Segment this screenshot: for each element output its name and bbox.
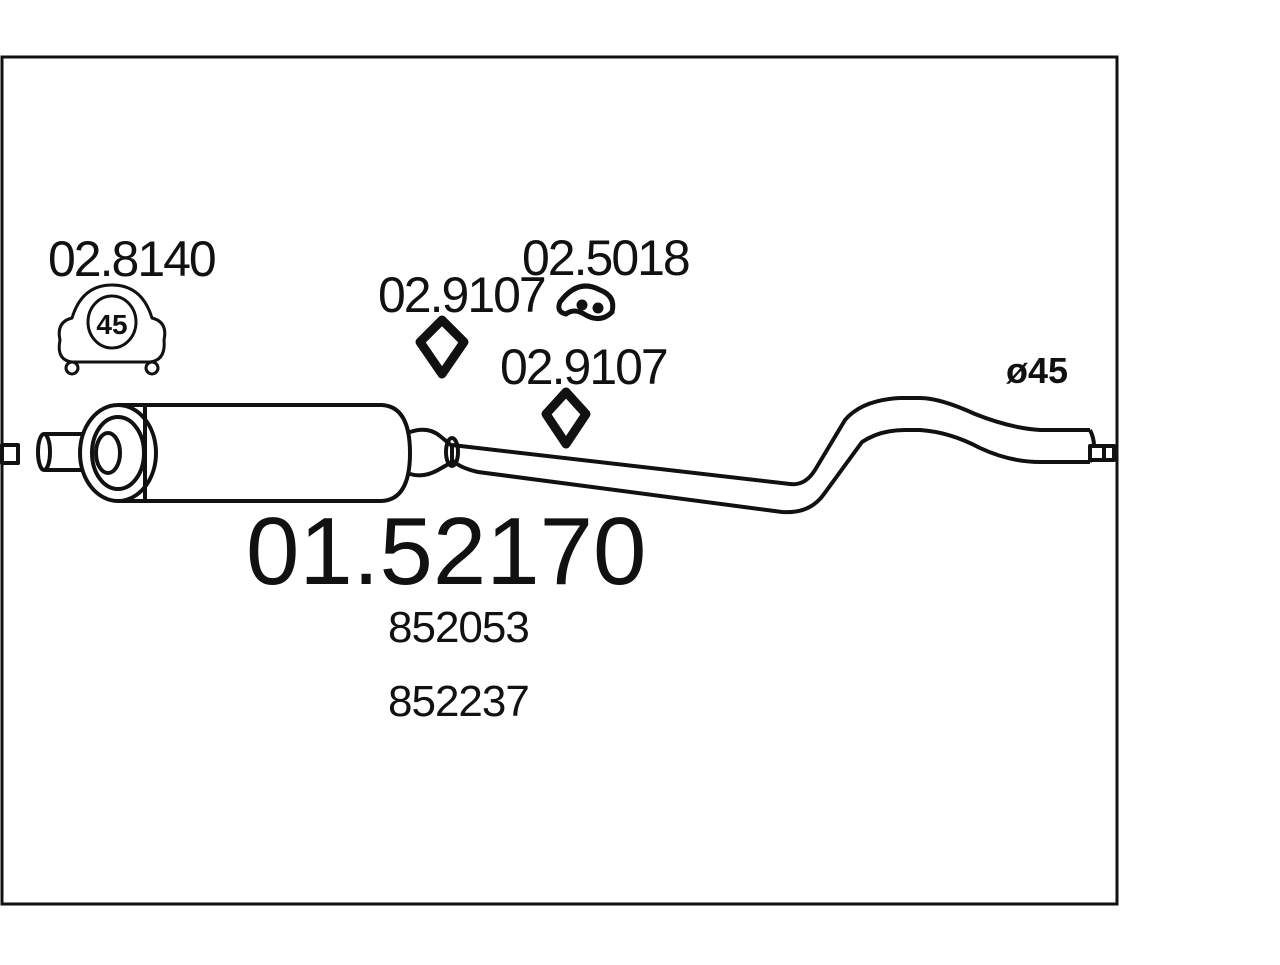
pipe-diameter-label: ø45	[1006, 350, 1068, 391]
exhaust-assembly	[0, 396, 1116, 515]
tail-pipe-lower	[450, 428, 1090, 515]
inlet-flange	[0, 443, 20, 465]
clamp-part-number: 02.8140	[48, 231, 215, 287]
hanger-part-number: 02.5018	[522, 230, 689, 286]
gasket-icon	[415, 315, 469, 379]
tail-pipe-upper	[451, 396, 1090, 487]
diagram-frame	[0, 55, 1119, 906]
alternate-number-2: 852237	[388, 677, 529, 726]
outlet-flange	[1088, 444, 1106, 462]
clamp-inner-label: 45	[96, 309, 127, 340]
muffler-body	[118, 403, 412, 503]
gasket-part-number-upper: 02.9107	[378, 267, 545, 323]
gasket-icon	[541, 387, 591, 449]
main-part-number: 01.52170	[246, 498, 646, 605]
gasket-part-number-lower: 02.9107	[500, 339, 667, 395]
hanger-icon	[556, 283, 616, 321]
alternate-number-1: 852053	[388, 603, 529, 652]
clamp-icon	[57, 283, 167, 376]
